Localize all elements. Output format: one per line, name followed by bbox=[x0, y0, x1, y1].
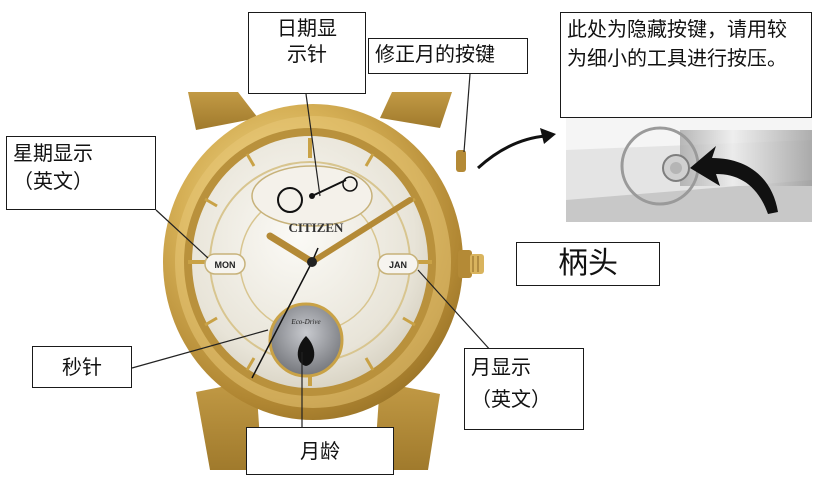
callout-moon-phase: 月龄 bbox=[246, 427, 394, 475]
hidden-button bbox=[456, 150, 466, 172]
watch-hands bbox=[251, 197, 413, 379]
date-subdial bbox=[251, 165, 373, 227]
eco-drive-label: Eco-Drive bbox=[290, 318, 320, 326]
callout-crown: 柄头 bbox=[516, 242, 660, 286]
callout-month-display: 月显示 （英文） bbox=[464, 348, 584, 430]
month-window: JAN bbox=[377, 253, 419, 275]
callout-month-fix-button: 修正月的按键 bbox=[368, 38, 528, 74]
month-window-text: JAN bbox=[389, 260, 407, 270]
inset-closeup bbox=[566, 118, 812, 222]
leader-lines bbox=[131, 73, 493, 427]
inset-pointer-arrowhead bbox=[540, 128, 556, 144]
crown-knob bbox=[458, 250, 484, 278]
moon-phase-subdial: Eco-Drive bbox=[268, 302, 344, 378]
callout-hidden-button-note: 此处为隐藏按键，请用较为细小的工具进行按压。 bbox=[560, 12, 812, 118]
weekday-window-text: MON bbox=[215, 260, 236, 270]
brand-logo: CITIZEN bbox=[289, 220, 345, 235]
callout-second-hand: 秒针 bbox=[32, 346, 132, 388]
inset-pointer-arrow bbox=[476, 134, 547, 170]
callout-weekday-display: 星期显示 （英文） bbox=[6, 136, 156, 210]
callout-date-hand: 日期显 示针 bbox=[248, 12, 366, 94]
weekday-window: MON bbox=[204, 253, 246, 275]
